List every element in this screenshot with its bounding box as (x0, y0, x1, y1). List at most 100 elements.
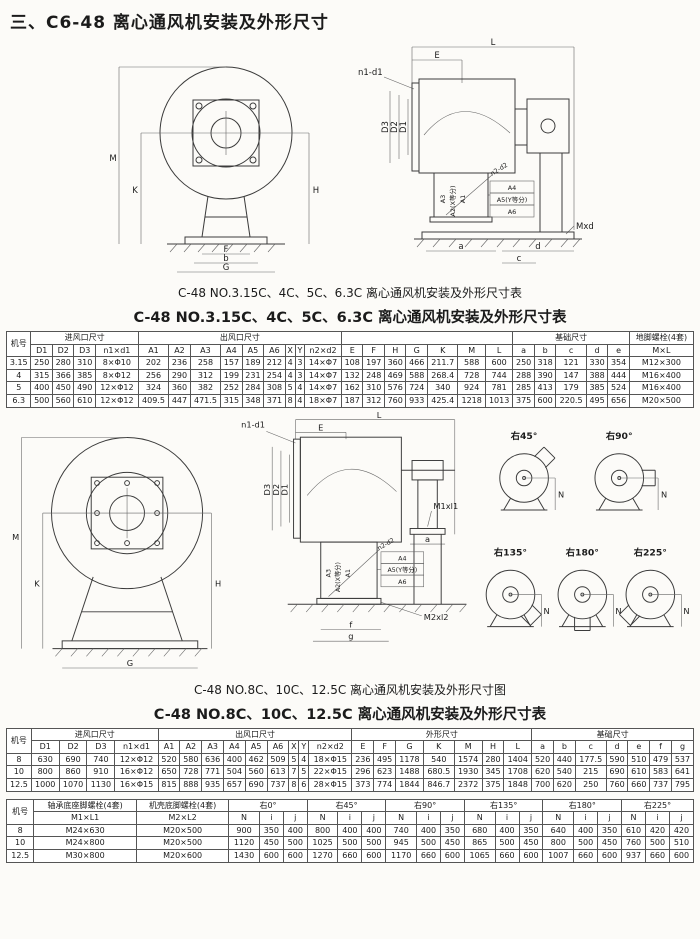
table-cell: 12×Φ12 (114, 752, 159, 767)
table-cell: M20×500 (135, 836, 230, 850)
table-cell: 3 (294, 368, 306, 383)
table-cell: 520 (157, 752, 181, 767)
table-cell: 22×Φ15 (308, 765, 353, 779)
table-cell: 373 (351, 777, 375, 792)
column-header: 轴承底座脚螺栓(4套) (33, 798, 137, 813)
dim-label-E: E (434, 51, 439, 61)
dim-label-H: H (215, 578, 221, 588)
table-cell: 390 (533, 368, 557, 383)
dim-label-D2: D2 (390, 121, 400, 133)
table-cell: 600 (668, 848, 695, 863)
table-cell: 576 (383, 381, 407, 395)
column-header: E (340, 343, 364, 358)
dim-label-M2xl2: M2xl2 (423, 611, 448, 621)
dim-label-A3: A3 (439, 195, 447, 204)
dim-label-c: c (516, 254, 521, 264)
table-cell: 935 (201, 777, 225, 792)
table-cell: M20×500 (135, 823, 230, 838)
dim-label-A4: A4 (507, 184, 516, 192)
column-header: i (494, 811, 520, 825)
column-header: A5 (244, 740, 268, 754)
table-cell: 1404 (503, 752, 533, 767)
table-cell: 211.7 (426, 356, 459, 370)
table-cell: 450 (597, 836, 623, 850)
table-cell: 12.5 (5, 848, 35, 863)
table-cell: 500 (30, 393, 53, 408)
dim-label-A1: A1 (459, 195, 467, 204)
table-cell: 250 (574, 777, 607, 792)
table-cell: 197 (362, 356, 385, 370)
column-header: n1×d1 (114, 740, 159, 754)
column-header: 基础尺寸 (512, 331, 630, 345)
column-header (340, 331, 514, 345)
column-header: 右90° (385, 798, 465, 813)
table-cell: 447 (168, 393, 191, 408)
table-cell: 910 (86, 765, 116, 779)
column-header: M2×L2 (135, 811, 230, 825)
table-cell: 440 (552, 752, 576, 767)
table-cell: 312 (362, 393, 385, 408)
table-cell: 846.7 (422, 777, 455, 792)
table-cell: 524 (607, 381, 630, 395)
table-cell: 600 (533, 393, 557, 408)
table-cell: M24×630 (33, 823, 137, 838)
dim-label-D3: D3 (262, 483, 272, 495)
table-cell: 660 (627, 777, 651, 792)
table-cell: 690 (58, 752, 88, 767)
column-header: d (605, 740, 629, 754)
dim-label-Mxd: Mxd (576, 222, 594, 232)
dimension-lines (21, 436, 212, 668)
table-cell: 1218 (457, 393, 486, 408)
table-cell: 360 (383, 356, 407, 370)
table-cell: 495 (585, 393, 609, 408)
table-cell: 375 (512, 393, 535, 408)
table-cell: 310 (73, 356, 96, 370)
table-cell: 469 (383, 368, 407, 383)
table-cell: 28×Φ15 (308, 777, 353, 792)
table-cell: 5 (298, 765, 310, 779)
table-cell: M20×600 (135, 848, 230, 863)
dim-label-a: a (425, 534, 430, 544)
table-cell: 10 (6, 765, 32, 779)
column-header: G (405, 343, 428, 358)
table-cell: 1848 (503, 777, 533, 792)
dim-label-A3: A3 (325, 569, 332, 577)
table-cell: 157 (220, 356, 243, 370)
orientation-label: 右180° (566, 546, 599, 558)
dim-label-L: L (376, 410, 381, 420)
table-cell: 413 (533, 381, 557, 395)
column-header: X (284, 343, 296, 358)
table-cell: 162 (340, 381, 364, 395)
table-cell: 600 (282, 848, 308, 863)
table-cell: 771 (201, 765, 225, 779)
table-cell: 248 (362, 368, 385, 383)
dim-label-M: M (12, 532, 19, 542)
column-header: 右135° (463, 798, 544, 813)
table-cell: 680 (463, 823, 496, 838)
table-cell: 560 (51, 393, 75, 408)
motor (514, 98, 569, 232)
table-cell: 348 (241, 393, 265, 408)
table-cell: M12×300 (628, 356, 695, 370)
column-header: 机号 (6, 727, 32, 754)
table-cell: 471.5 (189, 393, 222, 408)
dim-label-H: H (312, 186, 318, 196)
outlet-dim-table (489, 180, 534, 218)
table-cell: 1025 (306, 836, 339, 850)
table-cell: 636 (201, 752, 225, 767)
table-cell: 1007 (542, 848, 575, 863)
table-cell: 583 (649, 765, 672, 779)
table-cell: 8×Φ10 (94, 356, 139, 370)
table-cell: 933 (405, 393, 428, 408)
table-cell: 371 (263, 393, 286, 408)
table-cell: 660 (415, 848, 441, 863)
table-cell: 760 (605, 777, 629, 792)
table-cell: 737 (649, 777, 672, 792)
table-cell: 108 (340, 356, 364, 370)
table-cell: 212 (263, 356, 286, 370)
column-header: j (668, 811, 695, 825)
table-cell: 400 (415, 823, 441, 838)
table-cell: 400 (337, 823, 363, 838)
